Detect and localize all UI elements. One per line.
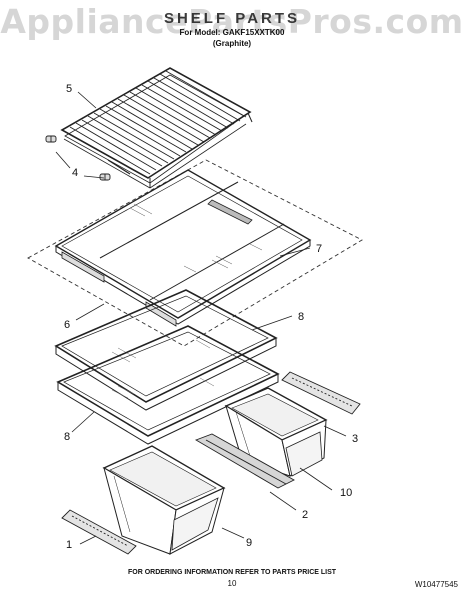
- glass-shelf-frame[interactable]: [54, 169, 312, 327]
- crisper-cover-support[interactable]: [194, 433, 295, 489]
- glass-reflections: [129, 203, 263, 273]
- model-variant: (Graphite): [212, 39, 252, 48]
- callout-2: 2: [302, 509, 308, 521]
- callout-1: 1: [66, 539, 72, 551]
- callout-5: 5: [66, 83, 72, 95]
- callout-4: 4: [72, 167, 78, 179]
- glass-shelf-lower[interactable]: [56, 325, 280, 445]
- ordering-note: FOR ORDERING INFORMATION REFER TO PARTS …: [127, 569, 337, 576]
- callout-7: 7: [316, 243, 322, 255]
- crisper-drawer-left[interactable]: [102, 445, 226, 555]
- callout-8-upper: 8: [298, 311, 304, 323]
- callout-9: 9: [246, 537, 252, 549]
- shelf-rail-end-cap-right[interactable]: [99, 173, 111, 181]
- callout-8-lower: 8: [64, 431, 70, 443]
- page-number: 10: [227, 579, 237, 588]
- glass-shelf-upper[interactable]: [54, 289, 278, 411]
- callout-6: 6: [64, 319, 70, 331]
- wire-shelf[interactable]: [60, 67, 253, 189]
- callout-3: 3: [352, 433, 358, 445]
- model-line: For Model: GAKF15XXTK00: [179, 28, 285, 37]
- document-id: W10477545: [414, 580, 458, 589]
- crisper-cover-slide-left[interactable]: [61, 509, 137, 555]
- watermark: AppliancePartsPros.com: [0, 2, 464, 41]
- shelf-rail-end-cap-left[interactable]: [45, 135, 57, 143]
- page-title: SHELF PARTS: [163, 10, 301, 27]
- crisper-cover-slide-right[interactable]: [281, 371, 361, 415]
- callout-10: 10: [340, 487, 352, 499]
- leader-lines: [55, 91, 347, 545]
- shelf-assembly-outline: [27, 159, 363, 347]
- crisper-drawer-right[interactable]: [224, 387, 328, 477]
